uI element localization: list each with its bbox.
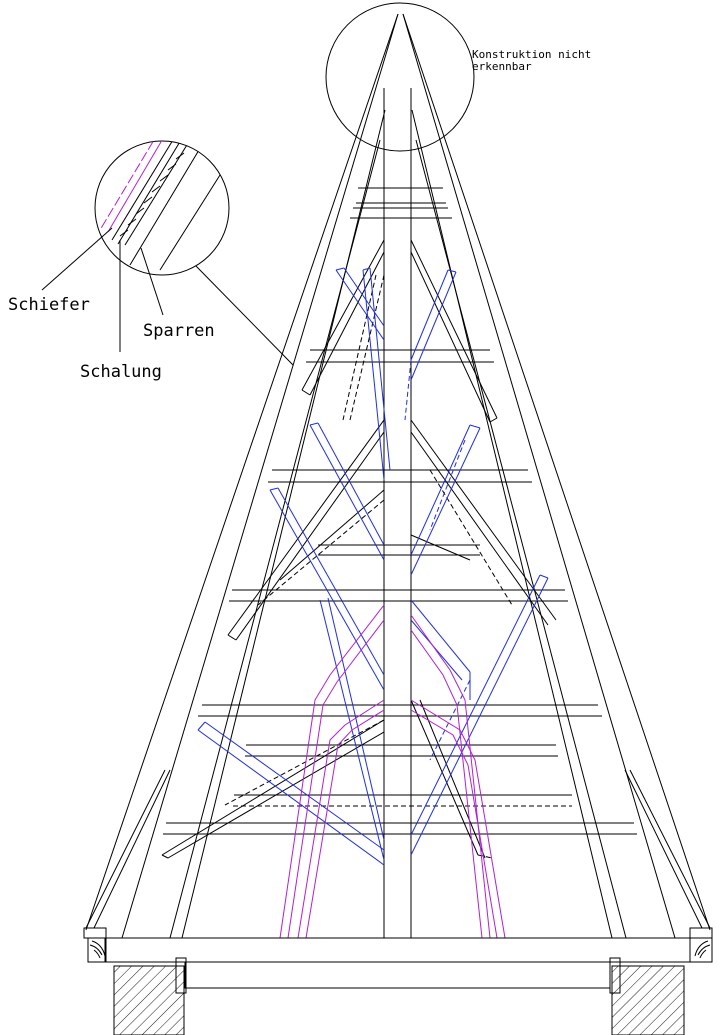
horizontal-beams <box>163 187 637 835</box>
king-post <box>383 88 412 938</box>
purple-posts <box>279 604 506 939</box>
label-schiefer: Schiefer <box>8 295 90 315</box>
black-braces <box>161 239 557 859</box>
inner-rafters <box>169 109 627 939</box>
label-sparren: Sparren <box>143 321 215 341</box>
top-note-line2: erkennbar <box>472 60 532 73</box>
label-schalung: Schalung <box>80 362 162 382</box>
leader-lines <box>41 227 294 366</box>
spire-outline <box>85 13 711 939</box>
top-note-line1: Konstruktion nicht <box>472 48 591 61</box>
roof-section-detail <box>94 140 230 276</box>
blue-braces <box>197 267 549 866</box>
eave-kick <box>85 769 711 929</box>
masonry-walls <box>113 965 685 1035</box>
top-detail-circle <box>325 2 475 152</box>
